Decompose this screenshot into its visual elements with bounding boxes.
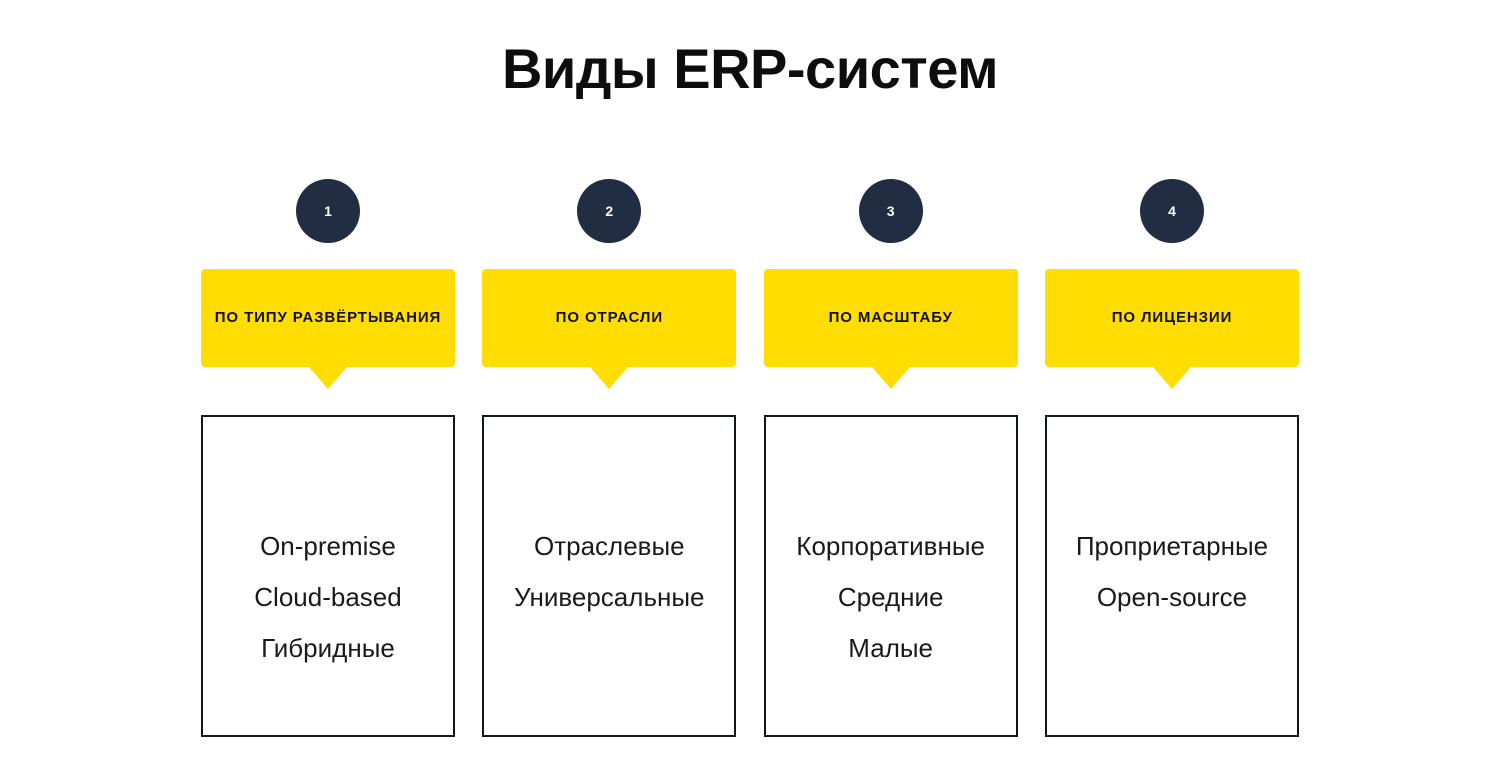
category-banner-box-1: ПО ТИПУ РАЗВЁРТЫВАНИЯ <box>201 269 455 367</box>
category-card-1: On-premise Cloud-based Гибридные <box>201 415 455 737</box>
category-banner-label-3: ПО МАСШТАБУ <box>828 309 953 327</box>
category-card-4: Проприетарные Open-source <box>1044 415 1299 737</box>
category-banner-1: ПО ТИПУ РАЗВЁРТЫВАНИЯ <box>201 269 455 389</box>
banner-pointer-triangle-2 <box>590 367 629 389</box>
category-banner-label-1: ПО ТИПУ РАЗВЁРТЫВАНИЯ <box>214 309 442 327</box>
page-title: Виды ERP-систем <box>501 37 999 100</box>
step-number-badge-3: 3 <box>858 179 923 243</box>
card-item: Cloud-based <box>254 582 402 612</box>
category-banner-2: ПО ОТРАСЛИ <box>482 269 737 389</box>
card-item: Гибридные <box>261 633 395 663</box>
card-item: Универсальные <box>514 582 705 612</box>
card-item: Проприетарные <box>1075 531 1269 561</box>
banner-pointer-triangle-3 <box>871 367 910 389</box>
category-banner-box-3: ПО МАСШТАБУ <box>763 269 1018 367</box>
category-column-2: 2 ПО ОТРАСЛИ Отраслевые Универсальные <box>482 179 737 737</box>
banner-pointer-triangle-4 <box>1152 367 1191 389</box>
category-column-4: 4 ПО ЛИЦЕНЗИИ Проприетарные Open-source <box>1044 179 1299 737</box>
card-item: On-premise <box>260 531 396 561</box>
category-banner-box-4: ПО ЛИЦЕНЗИИ <box>1044 269 1299 367</box>
category-column-1: 1 ПО ТИПУ РАЗВЁРТЫВАНИЯ On-premise Cloud… <box>201 179 455 737</box>
category-banner-label-4: ПО ЛИЦЕНЗИИ <box>1111 309 1233 327</box>
category-banner-box-2: ПО ОТРАСЛИ <box>482 269 737 367</box>
card-item: Средние <box>837 582 944 612</box>
card-item: Малые <box>848 633 934 663</box>
category-card-2: Отраслевые Универсальные <box>482 415 737 737</box>
card-item: Open-source <box>1096 582 1248 612</box>
card-item: Корпоративные <box>796 531 985 561</box>
step-number-badge-4: 4 <box>1139 179 1204 243</box>
category-card-3: Корпоративные Средние Малые <box>763 415 1018 737</box>
category-columns: 1 ПО ТИПУ РАЗВЁРТЫВАНИЯ On-premise Cloud… <box>201 179 1299 737</box>
card-item: Отраслевые <box>534 531 685 561</box>
banner-pointer-triangle-1 <box>309 367 347 389</box>
category-banner-label-2: ПО ОТРАСЛИ <box>555 309 663 327</box>
category-column-3: 3 ПО МАСШТАБУ Корпоративные Средние Малы… <box>763 179 1018 737</box>
category-banner-4: ПО ЛИЦЕНЗИИ <box>1044 269 1299 389</box>
step-number-badge-1: 1 <box>296 179 360 243</box>
step-number-badge-2: 2 <box>577 179 642 243</box>
category-banner-3: ПО МАСШТАБУ <box>763 269 1018 389</box>
